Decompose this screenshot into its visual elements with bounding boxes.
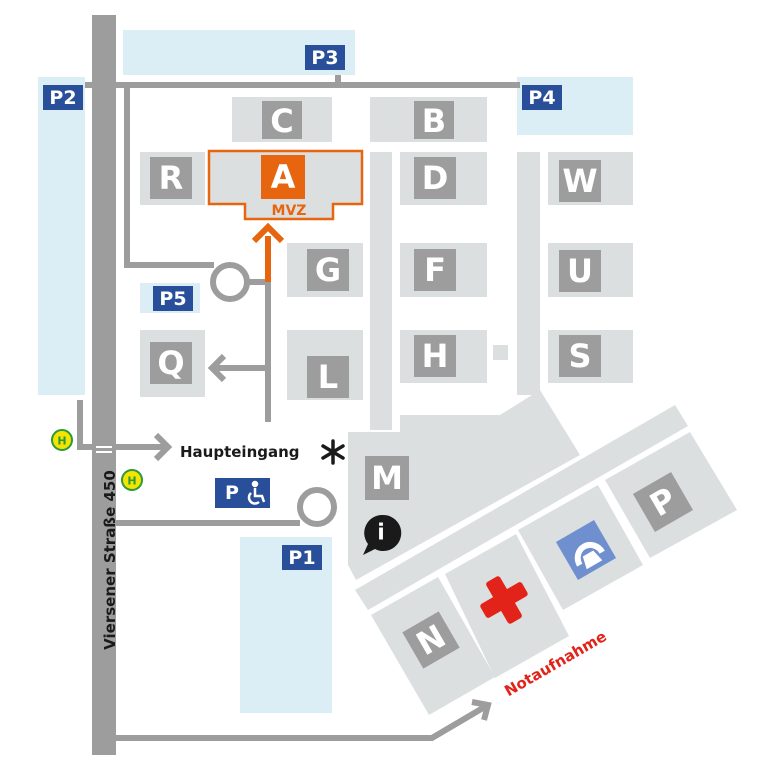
main-entrance-label: Haupteingang [180, 443, 300, 461]
building-w-label: W [562, 162, 597, 200]
building-c[interactable]: C [232, 97, 332, 142]
building-b[interactable]: B [370, 97, 487, 142]
info-point[interactable]: i [363, 514, 402, 555]
entrance-asterisk-icon [321, 439, 345, 465]
building-u[interactable]: U [548, 243, 633, 297]
street-name: Viersener Straße 450 [101, 470, 119, 650]
radiology-scanner-icon [555, 519, 617, 581]
radiology-building[interactable] [518, 485, 643, 610]
p5-text: P5 [159, 288, 186, 310]
bus-stop-icon[interactable]: H [51, 429, 73, 451]
corridor [517, 152, 540, 395]
mvz-arrowhead [251, 222, 285, 244]
building-g[interactable]: G [287, 243, 363, 297]
parking-area-p2[interactable] [38, 77, 85, 395]
p1-text: P1 [288, 547, 315, 569]
building-b-label: B [422, 102, 446, 140]
building-h-label: H [422, 337, 449, 375]
building-m-area[interactable] [348, 390, 580, 580]
building-m-label: M [371, 459, 403, 497]
disabled-p-text: P [225, 482, 239, 504]
building-c-label: C [270, 102, 293, 140]
p3-text: P3 [311, 47, 338, 69]
p4-text: P4 [528, 87, 555, 109]
building-l[interactable]: L [287, 330, 363, 400]
building-s[interactable]: S [548, 330, 633, 383]
footpaths [77, 75, 520, 741]
building-f[interactable]: F [400, 243, 487, 297]
building-f-label: F [424, 251, 446, 289]
building-w[interactable]: W [548, 152, 633, 205]
parking-label-p3[interactable]: P3 [305, 45, 345, 70]
info-icon-text: i [377, 521, 385, 546]
main-road [92, 15, 116, 755]
red-cross-icon [480, 576, 528, 624]
p2-text: P2 [49, 87, 76, 109]
building-q[interactable]: Q [140, 330, 205, 397]
disabled-parking-sign[interactable]: P [215, 478, 270, 508]
bus-stop-text: H [57, 435, 66, 448]
building-r-label: R [159, 159, 184, 197]
small-building [493, 345, 508, 360]
parking-label-p1[interactable]: P1 [282, 545, 322, 570]
parking-label-p2[interactable]: P2 [43, 85, 83, 110]
parking-label-p5[interactable]: P5 [153, 286, 193, 311]
building-s-label: S [568, 337, 591, 375]
bus-stop-icon[interactable]: H [121, 469, 143, 491]
building-q-label: Q [157, 344, 184, 382]
building-m-label-box: M [365, 456, 409, 500]
connector-strip [355, 405, 688, 610]
building-n[interactable]: N [371, 577, 495, 715]
parking-label-p4[interactable]: P4 [522, 85, 562, 110]
building-h[interactable]: H [400, 330, 487, 383]
mvz-label: MVZ [272, 203, 307, 219]
building-p[interactable]: P [605, 432, 737, 558]
building-a-mvz[interactable]: A MVZ [207, 149, 364, 221]
crosswalk [96, 446, 112, 453]
emergency-building[interactable] [445, 534, 569, 678]
corridor [370, 152, 392, 430]
building-u-label: U [567, 252, 593, 290]
wheelchair-icon [247, 480, 266, 505]
building-r[interactable]: R [140, 152, 205, 205]
info-bubble-icon [363, 514, 402, 555]
building-a-label: A [271, 158, 296, 196]
building-l-label: L [318, 358, 338, 396]
bus-stop-text: H [127, 475, 136, 488]
building-g-label: G [315, 251, 341, 289]
building-d[interactable]: D [400, 152, 487, 205]
building-d-label: D [422, 159, 449, 197]
